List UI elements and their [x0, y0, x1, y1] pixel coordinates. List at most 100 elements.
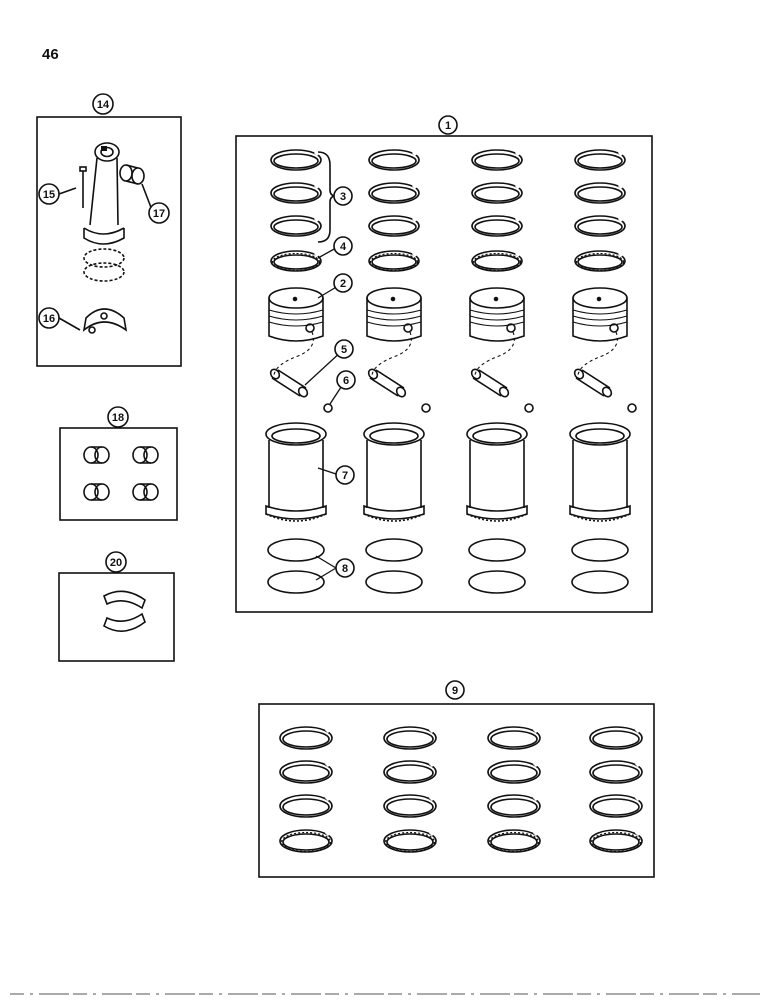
oil-ring — [471, 250, 523, 272]
callout-2: 2 — [333, 273, 353, 293]
compression-ring — [368, 215, 420, 237]
callout-8: 8 — [335, 558, 355, 578]
svg-text:7: 7 — [342, 470, 348, 482]
seal-ring — [571, 570, 629, 594]
kit-box-1 — [235, 135, 653, 613]
ring-set-1 — [279, 726, 333, 853]
compression-ring — [487, 794, 541, 818]
kit-box-18 — [59, 427, 178, 521]
oil-ring — [487, 829, 541, 853]
piston-pin-bushing — [119, 164, 145, 185]
svg-text:8: 8 — [342, 563, 348, 575]
compression-ring — [279, 760, 333, 784]
leader-16 — [58, 317, 81, 331]
piston-pin — [269, 368, 309, 398]
callout-17: 17 — [148, 202, 170, 224]
leader-8 — [315, 555, 337, 581]
callout-20: 20 — [105, 551, 127, 573]
compression-ring — [383, 760, 437, 784]
callout-4: 4 — [333, 236, 353, 256]
compression-ring — [471, 215, 523, 237]
compression-ring — [487, 726, 541, 750]
callout-6: 6 — [336, 370, 356, 390]
compression-ring — [589, 726, 643, 750]
compression-ring — [383, 794, 437, 818]
compression-ring — [279, 794, 333, 818]
callout-18: 18 — [107, 406, 129, 428]
svg-text:5: 5 — [341, 344, 347, 356]
compression-ring — [574, 215, 626, 237]
ring-set-3 — [487, 726, 541, 853]
compression-ring — [487, 760, 541, 784]
pin-guide-line — [273, 331, 314, 376]
compression-ring — [270, 149, 322, 171]
compression-ring — [368, 149, 420, 171]
snap-ring — [323, 403, 333, 413]
leader-17 — [141, 183, 153, 211]
callout-7: 7 — [335, 465, 355, 485]
oil-ring — [589, 829, 643, 853]
svg-text:16: 16 — [43, 313, 55, 325]
seal-ring — [571, 538, 629, 562]
oil-ring — [574, 250, 626, 272]
seal-ring — [468, 538, 526, 562]
snap-ring — [627, 403, 637, 413]
piston-pin — [573, 368, 613, 398]
oil-ring — [383, 829, 437, 853]
kit-box-20 — [58, 572, 175, 662]
svg-text:14: 14 — [97, 99, 110, 111]
oil-ring — [368, 250, 420, 272]
compression-ring — [368, 182, 420, 204]
seal-ring — [267, 538, 325, 562]
cylinder-sleeve — [466, 422, 528, 522]
oil-ring — [270, 250, 322, 272]
leader-7 — [317, 467, 337, 475]
svg-text:17: 17 — [153, 208, 165, 220]
callout-14: 14 — [92, 93, 114, 115]
piston — [469, 287, 525, 342]
callout-5: 5 — [334, 339, 354, 359]
ring-set-4 — [589, 726, 643, 853]
svg-text:18: 18 — [112, 412, 124, 424]
cylinder-sleeve — [363, 422, 425, 522]
callout-15: 15 — [38, 183, 60, 205]
piston-column-1 — [265, 149, 333, 594]
piston-column-2 — [363, 149, 431, 594]
compression-ring — [574, 149, 626, 171]
piston — [366, 287, 422, 342]
compression-ring — [471, 182, 523, 204]
seal-ring — [468, 570, 526, 594]
svg-text:2: 2 — [340, 278, 346, 290]
piston-pin — [367, 368, 407, 398]
piston-column-4 — [569, 149, 637, 594]
compression-ring — [589, 794, 643, 818]
piston — [572, 287, 628, 342]
svg-text:9: 9 — [452, 685, 458, 697]
cylinder-sleeve — [265, 422, 327, 522]
svg-text:1: 1 — [445, 120, 451, 132]
callout-1: 1 — [438, 115, 458, 135]
piston-pin — [470, 368, 510, 398]
pin-guide-line — [371, 331, 412, 376]
kit-box-14 — [36, 116, 182, 367]
callout-9: 9 — [445, 680, 465, 700]
compression-ring — [471, 149, 523, 171]
callout-16: 16 — [38, 307, 60, 329]
svg-text:6: 6 — [343, 375, 349, 387]
bearing-shells-dashed — [83, 248, 125, 282]
svg-text:20: 20 — [110, 557, 122, 569]
svg-text:4: 4 — [340, 241, 347, 253]
compression-ring — [270, 215, 322, 237]
compression-ring — [279, 726, 333, 750]
oil-ring — [279, 829, 333, 853]
leader-4 — [317, 247, 337, 259]
pin-guide-line — [577, 331, 618, 376]
connecting-rod — [83, 142, 125, 245]
piston — [268, 287, 324, 342]
snap-ring — [524, 403, 534, 413]
snap-ring — [421, 403, 431, 413]
compression-ring — [383, 726, 437, 750]
ring-set-2 — [383, 726, 437, 853]
piston-column-3 — [466, 149, 534, 594]
